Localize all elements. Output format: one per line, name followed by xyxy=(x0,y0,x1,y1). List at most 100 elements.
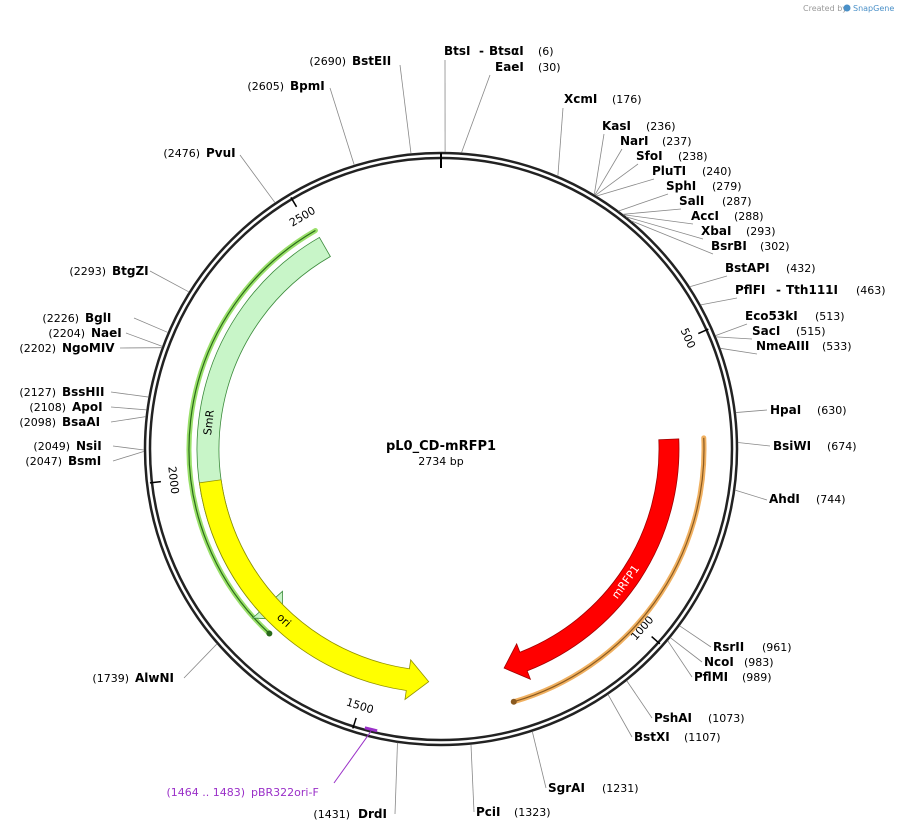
primer-range: (1464 .. 1483) xyxy=(166,786,245,799)
site-label[interactable]: BssHII xyxy=(62,385,104,399)
site-label[interactable]: XbaI xyxy=(701,224,731,238)
site-label[interactable]: BsmI xyxy=(68,454,101,468)
site-leader-line xyxy=(461,74,491,153)
site-pos: (1231) xyxy=(602,782,639,795)
site-label[interactable]: NcoI xyxy=(704,655,734,669)
site-pos: (961) xyxy=(762,641,792,654)
site-label[interactable]: NaeI xyxy=(91,326,122,340)
site-label[interactable]: PvuI xyxy=(206,146,236,160)
site-label[interactable]: PflMI xyxy=(694,670,728,684)
site-label[interactable]: PflFI xyxy=(735,283,765,297)
site-label[interactable]: BstXI xyxy=(634,730,670,744)
primer-mark[interactable] xyxy=(364,726,378,733)
site-label[interactable]: SgrAI xyxy=(548,781,585,795)
site-label[interactable]: SfoI xyxy=(636,149,663,163)
site-label[interactable]: BsaAI xyxy=(62,415,100,429)
site-label[interactable]: KasI xyxy=(602,119,631,133)
site-leader-line xyxy=(394,742,398,815)
site-label[interactable]: PluTI xyxy=(652,164,686,178)
site-leader-line xyxy=(596,178,655,197)
site-label[interactable]: EaeI xyxy=(495,60,524,74)
site-leader-line xyxy=(183,643,218,679)
site-label[interactable]: BtsαI xyxy=(489,44,524,58)
site-pos: (6) xyxy=(538,45,554,58)
feature-smr-label: SmR xyxy=(201,409,217,436)
site-leader-line xyxy=(735,489,768,501)
site-pos: (533) xyxy=(822,340,852,353)
site-leader-line xyxy=(720,347,758,355)
site-pos: (989) xyxy=(742,671,772,684)
site-leader-line xyxy=(700,297,738,306)
site-leader-line xyxy=(531,731,547,789)
site-leader-line xyxy=(667,640,693,678)
site-leader-line xyxy=(593,133,605,195)
site-leader-line xyxy=(715,323,748,336)
site-label[interactable]: AlwNI xyxy=(135,671,174,685)
site-pos: (240) xyxy=(702,165,732,178)
site-label[interactable]: HpaI xyxy=(770,403,801,417)
site-leader-line xyxy=(594,148,623,196)
site-separator: - xyxy=(479,44,484,58)
site-label[interactable]: BtgZI xyxy=(112,264,149,278)
credit-prefix: Created by xyxy=(803,4,847,13)
feature-ori-arrow[interactable] xyxy=(198,479,430,701)
site-label[interactable]: PshAI xyxy=(654,711,692,725)
site-label[interactable]: AccI xyxy=(691,209,719,223)
site-label[interactable]: BpmI xyxy=(290,79,325,93)
site-leader-line xyxy=(618,193,669,212)
site-leader-line xyxy=(112,451,145,462)
scale-tick xyxy=(651,635,661,645)
site-leader-line xyxy=(470,744,475,813)
site-label[interactable]: DrdI xyxy=(358,807,387,821)
site-label[interactable]: BstAPI xyxy=(725,261,770,275)
site-leader-line xyxy=(133,317,168,333)
site-pos: (2204) xyxy=(48,327,85,340)
primer-label[interactable]: pBR322ori-F xyxy=(251,786,319,799)
site-label[interactable]: NarI xyxy=(620,134,649,148)
scale-tick-label: 2500 xyxy=(287,204,318,230)
site-pos: (293) xyxy=(746,225,776,238)
site-pos: (2690) xyxy=(309,55,346,68)
site-label[interactable]: BstEII xyxy=(352,54,391,68)
site-leader-line xyxy=(125,332,163,347)
site-leader-line xyxy=(626,216,704,240)
site-leader-line xyxy=(715,336,753,340)
site-pos: (1073) xyxy=(708,712,745,725)
site-label[interactable]: Eco53kI xyxy=(745,309,798,323)
site-leader-line xyxy=(679,625,712,648)
site-pos: (744) xyxy=(816,493,846,506)
site-pos: (236) xyxy=(646,120,676,133)
site-leader-line xyxy=(670,637,703,663)
site-pos: (1107) xyxy=(684,731,721,744)
mrfp1-strand-line xyxy=(513,437,705,703)
site-label[interactable]: SacI xyxy=(752,324,780,338)
plasmid-size: 2734 bp xyxy=(418,455,463,468)
site-label[interactable]: AhdI xyxy=(769,492,800,506)
site-pos: (1431) xyxy=(313,808,350,821)
site-label[interactable]: BglI xyxy=(85,311,111,325)
site-pos: (515) xyxy=(796,325,826,338)
site-leader-line xyxy=(622,208,682,215)
site-label[interactable]: RsrII xyxy=(713,640,744,654)
site-pos: (2108) xyxy=(29,401,66,414)
site-label[interactable]: XcmI xyxy=(564,92,597,106)
site-label[interactable]: SalI xyxy=(679,194,704,208)
feature-mrfp1-arrow[interactable] xyxy=(503,438,680,680)
site-label[interactable]: BsrBI xyxy=(711,239,747,253)
site-label[interactable]: BtsI xyxy=(444,44,471,58)
site-pos: (2226) xyxy=(42,312,79,325)
site-label[interactable]: PciI xyxy=(476,805,501,819)
site-label[interactable]: Tth111I xyxy=(786,283,838,297)
site-pos: (2476) xyxy=(163,147,200,160)
site-label[interactable]: NsiI xyxy=(76,439,102,453)
site-label[interactable]: NmeAIII xyxy=(756,339,809,353)
site-pos: (287) xyxy=(722,195,752,208)
site-pos: (983) xyxy=(744,656,774,669)
site-label[interactable]: NgoMIV xyxy=(62,341,115,355)
site-pos: (2293) xyxy=(69,265,106,278)
site-label[interactable]: SphI xyxy=(666,179,696,193)
site-label[interactable]: ApoI xyxy=(72,400,103,414)
site-label[interactable]: BsiWI xyxy=(773,439,811,453)
